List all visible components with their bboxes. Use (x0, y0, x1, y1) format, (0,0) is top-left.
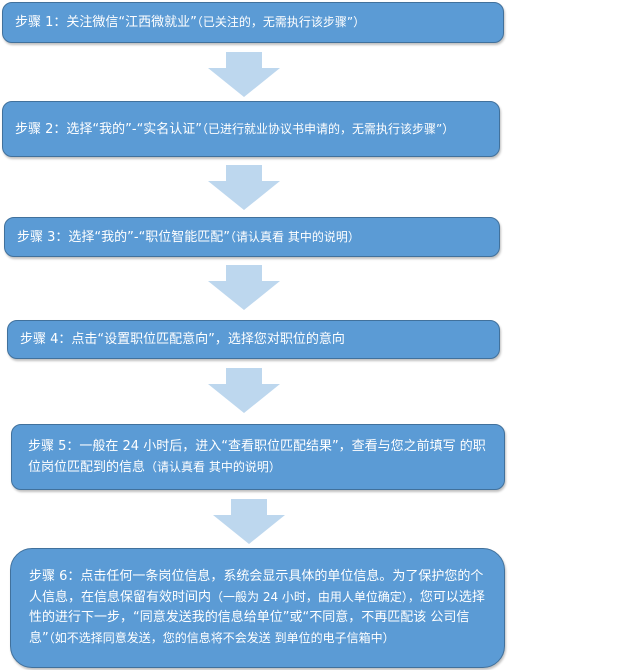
step-2-text: 步骤 2：选择“我的”-“实名认证”（已进行就业协议书申请的，无需执行该步骤”） (15, 119, 454, 140)
step-3-box: 步骤 3：选择“我的”-“职位智能匹配”（请认真看 其中的说明） (4, 217, 500, 257)
step-5-note: （请认真看 其中的说明） (145, 459, 281, 474)
step-5-box: 步骤 5：一般在 24 小时后，进入“查看职位匹配结果”，查看与您之前填写 的职… (11, 424, 505, 490)
step-6-note: （一般为 24 小时，由用人单位确定）， (211, 590, 420, 604)
step-1-label: 步骤 1：关注微信“江西微就业” (15, 15, 197, 30)
step-1-text: 步骤 1：关注微信“江西微就业”（已关注的，无需执行该步骤”） (15, 12, 365, 33)
down-arrow-icon (208, 368, 280, 413)
step-1-box: 步骤 1：关注微信“江西微就业”（已关注的，无需执行该步骤”） (2, 2, 504, 43)
step-4-label: 步骤 4：点击“设置职位匹配意向”，选择您对职位的意向 (20, 331, 345, 347)
step-3-text: 步骤 3：选择“我的”-“职位智能匹配”（请认真看 其中的说明） (17, 227, 360, 248)
down-arrow-icon (208, 165, 280, 210)
down-arrow-icon (208, 52, 280, 97)
step-6-label-2: 您可以选择性的进行下一步，“同意发送我的信息给单位”或“不同意，不再匹配该 公司… (29, 590, 485, 646)
step-6-text: 步骤 6：点击任何一条岗位信息，系统会显示具体的单位信息。为了保护您的个人信息，… (29, 567, 486, 649)
step-6-box: 步骤 6：点击任何一条岗位信息，系统会显示具体的单位信息。为了保护您的个人信息，… (10, 548, 505, 668)
step-5-label: 步骤 5：一般在 24 小时后，进入“查看职位匹配结果”，查看与您之前填写 的职… (28, 438, 486, 475)
step-3-note: （请认真看 其中的说明） (230, 229, 360, 244)
step-2-note: （已进行就业协议书申请的，无需执行该步骤”） (202, 121, 455, 136)
down-arrow-icon (213, 499, 285, 544)
step-1-note: （已关注的，无需执行该步骤”） (196, 15, 366, 29)
step-2-label: 步骤 2：选择“我的”-“实名认证” (15, 121, 203, 137)
step-2-box: 步骤 2：选择“我的”-“实名认证”（已进行就业协议书申请的，无需执行该步骤”） (2, 101, 500, 157)
down-arrow-icon (208, 265, 280, 310)
step-6-note-2: （如不选择同意发送，您的信息将不会发送 到单位的电子信箱中） (48, 631, 395, 645)
step-4-box: 步骤 4：点击“设置职位匹配意向”，选择您对职位的意向 (7, 320, 500, 359)
step-5-text: 步骤 5：一般在 24 小时后，进入“查看职位匹配结果”，查看与您之前填写 的职… (28, 437, 488, 478)
step-6-label: 步骤 6：点击任何一条岗位信息，系统会显示具体的单位信息。为了保护您的个人信息，… (29, 569, 484, 605)
step-3-label: 步骤 3：选择“我的”-“职位智能匹配” (17, 229, 231, 245)
